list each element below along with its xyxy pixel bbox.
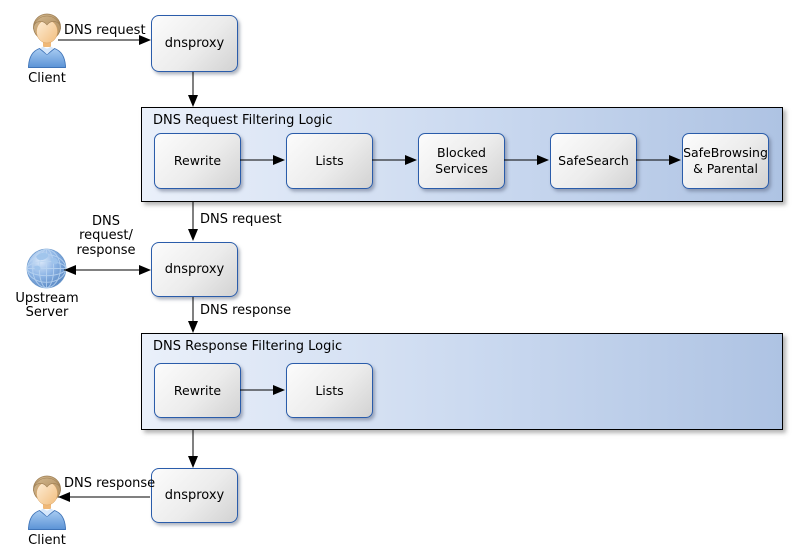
response-filtering-container: DNS Response Filtering Logic Rewrite Lis… xyxy=(141,333,783,430)
dnsproxy1-node: dnsproxy xyxy=(151,15,238,72)
arrow-safesearch-to-safebrowsing xyxy=(636,154,681,166)
arrowhead-down-icon xyxy=(188,456,198,468)
arrow-line xyxy=(240,159,284,161)
arrow-request-filter-to-dnsproxy2 xyxy=(187,202,199,241)
arrow-line xyxy=(192,202,194,240)
dns-request-top-label: DNS request xyxy=(64,23,146,38)
step-safesearch: SafeSearch xyxy=(550,133,637,189)
step-lists-response: Lists xyxy=(286,363,373,418)
arrow-dnsproxy2-to-response-filter xyxy=(187,297,199,333)
arrow-blocked-services-to-safesearch xyxy=(504,154,549,166)
arrowhead-right-icon xyxy=(273,155,285,165)
arrow-dnsproxy1-to-request-filter xyxy=(187,72,199,107)
arrow-line xyxy=(58,39,150,41)
client-bottom-label: Client xyxy=(28,533,66,548)
arrow-line xyxy=(192,430,194,467)
arrow-line xyxy=(192,297,194,332)
client-top-label: Client xyxy=(28,71,66,86)
dns-request-response-label: DNS request/ response xyxy=(76,214,136,258)
arrow-lists-to-blocked-services xyxy=(372,154,417,166)
arrow-response-filter-to-dnsproxy3 xyxy=(187,430,199,468)
response-filtering-title: DNS Response Filtering Logic xyxy=(153,339,343,354)
upstream-server-label: Upstream Server xyxy=(15,291,79,321)
request-filtering-title: DNS Request Filtering Logic xyxy=(153,113,333,128)
step-rewrite-request: Rewrite xyxy=(154,133,241,189)
dns-response-bottom-label: DNS response xyxy=(64,476,156,491)
arrowhead-down-icon xyxy=(188,95,198,107)
dnsproxy3-node: dnsproxy xyxy=(151,468,238,523)
arrowhead-right-icon xyxy=(537,155,549,165)
arrowhead-down-icon xyxy=(188,321,198,333)
arrow-line xyxy=(64,269,150,271)
arrow-upstream-bidirectional xyxy=(64,264,151,276)
arrow-client-to-dnsproxy1 xyxy=(58,34,151,46)
arrowhead-right-icon xyxy=(405,155,417,165)
globe-icon xyxy=(26,248,67,289)
arrow-line xyxy=(240,389,284,391)
arrow-rewrite-to-lists xyxy=(240,154,285,166)
arrowhead-right-icon xyxy=(139,35,151,45)
arrow-dnsproxy3-to-client xyxy=(58,491,151,503)
step-rewrite-response: Rewrite xyxy=(154,363,241,418)
step-safebrowsing-parental: SafeBrowsing & Parental xyxy=(682,133,769,189)
arrowhead-right-icon xyxy=(669,155,681,165)
step-lists-request: Lists xyxy=(286,133,373,189)
arrow-line xyxy=(58,496,150,498)
arrow-rewrite-to-lists-response xyxy=(240,384,285,396)
person-icon xyxy=(27,474,67,530)
request-filtering-container: DNS Request Filtering Logic Rewrite List… xyxy=(141,107,783,202)
dns-request-mid-label: DNS request xyxy=(200,212,282,227)
arrow-line xyxy=(372,159,416,161)
arrowhead-down-icon xyxy=(188,229,198,241)
arrow-line xyxy=(504,159,548,161)
arrowhead-right-icon xyxy=(273,385,285,395)
arrowhead-left-icon xyxy=(58,492,70,502)
arrow-line xyxy=(192,72,194,106)
dns-response-mid-label: DNS response xyxy=(200,303,292,318)
step-blocked-services: Blocked Services xyxy=(418,133,505,189)
arrowhead-left-icon xyxy=(64,265,76,275)
arrowhead-right-icon xyxy=(139,265,151,275)
dnsproxy2-node: dnsproxy xyxy=(151,242,238,297)
arrow-line xyxy=(636,159,680,161)
